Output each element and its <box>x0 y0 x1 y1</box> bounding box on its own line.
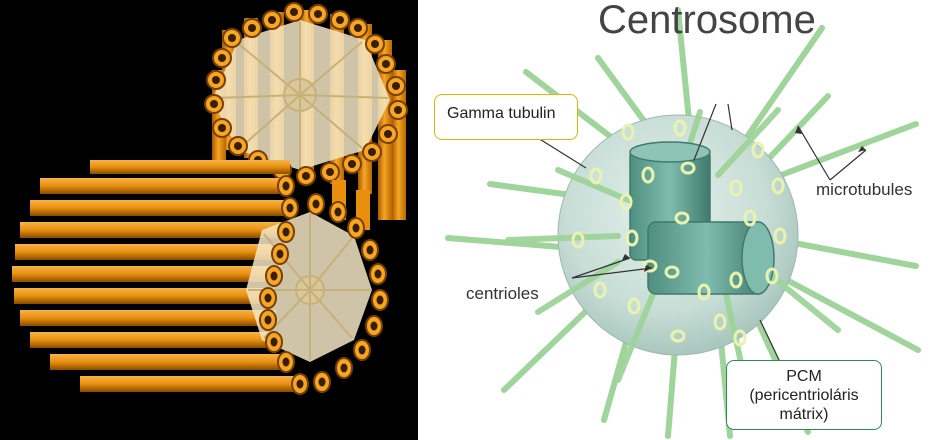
gamma-tubulin-rings <box>571 119 787 347</box>
callout-gamma-tubulin: Gamma tubulin <box>434 94 578 140</box>
label-pcm-line2: (pericentrioláris <box>749 387 859 404</box>
lower-centriole <box>12 160 389 395</box>
label-pcm-line1: PCM <box>786 368 822 385</box>
upper-centriole <box>204 2 408 230</box>
diagram-title: Centrosome <box>598 0 816 42</box>
label-centrioles: centrioles <box>466 284 539 303</box>
label-pcm-line3: mátrix) <box>779 406 829 423</box>
pointer-lines <box>537 103 867 363</box>
centriole-pair-illustration <box>12 2 408 395</box>
label-gamma-tubulin: Gamma tubulin <box>447 105 556 122</box>
label-microtubules: microtubules <box>816 180 913 199</box>
centriole-3d-rendering <box>0 0 418 440</box>
callout-pcm: PCM (pericentrioláris mátrix) <box>726 360 882 430</box>
centrosome-diagram: Centrosome Gamma tubulin microtubules ce… <box>418 0 940 440</box>
centrosome-schematic <box>445 7 921 439</box>
